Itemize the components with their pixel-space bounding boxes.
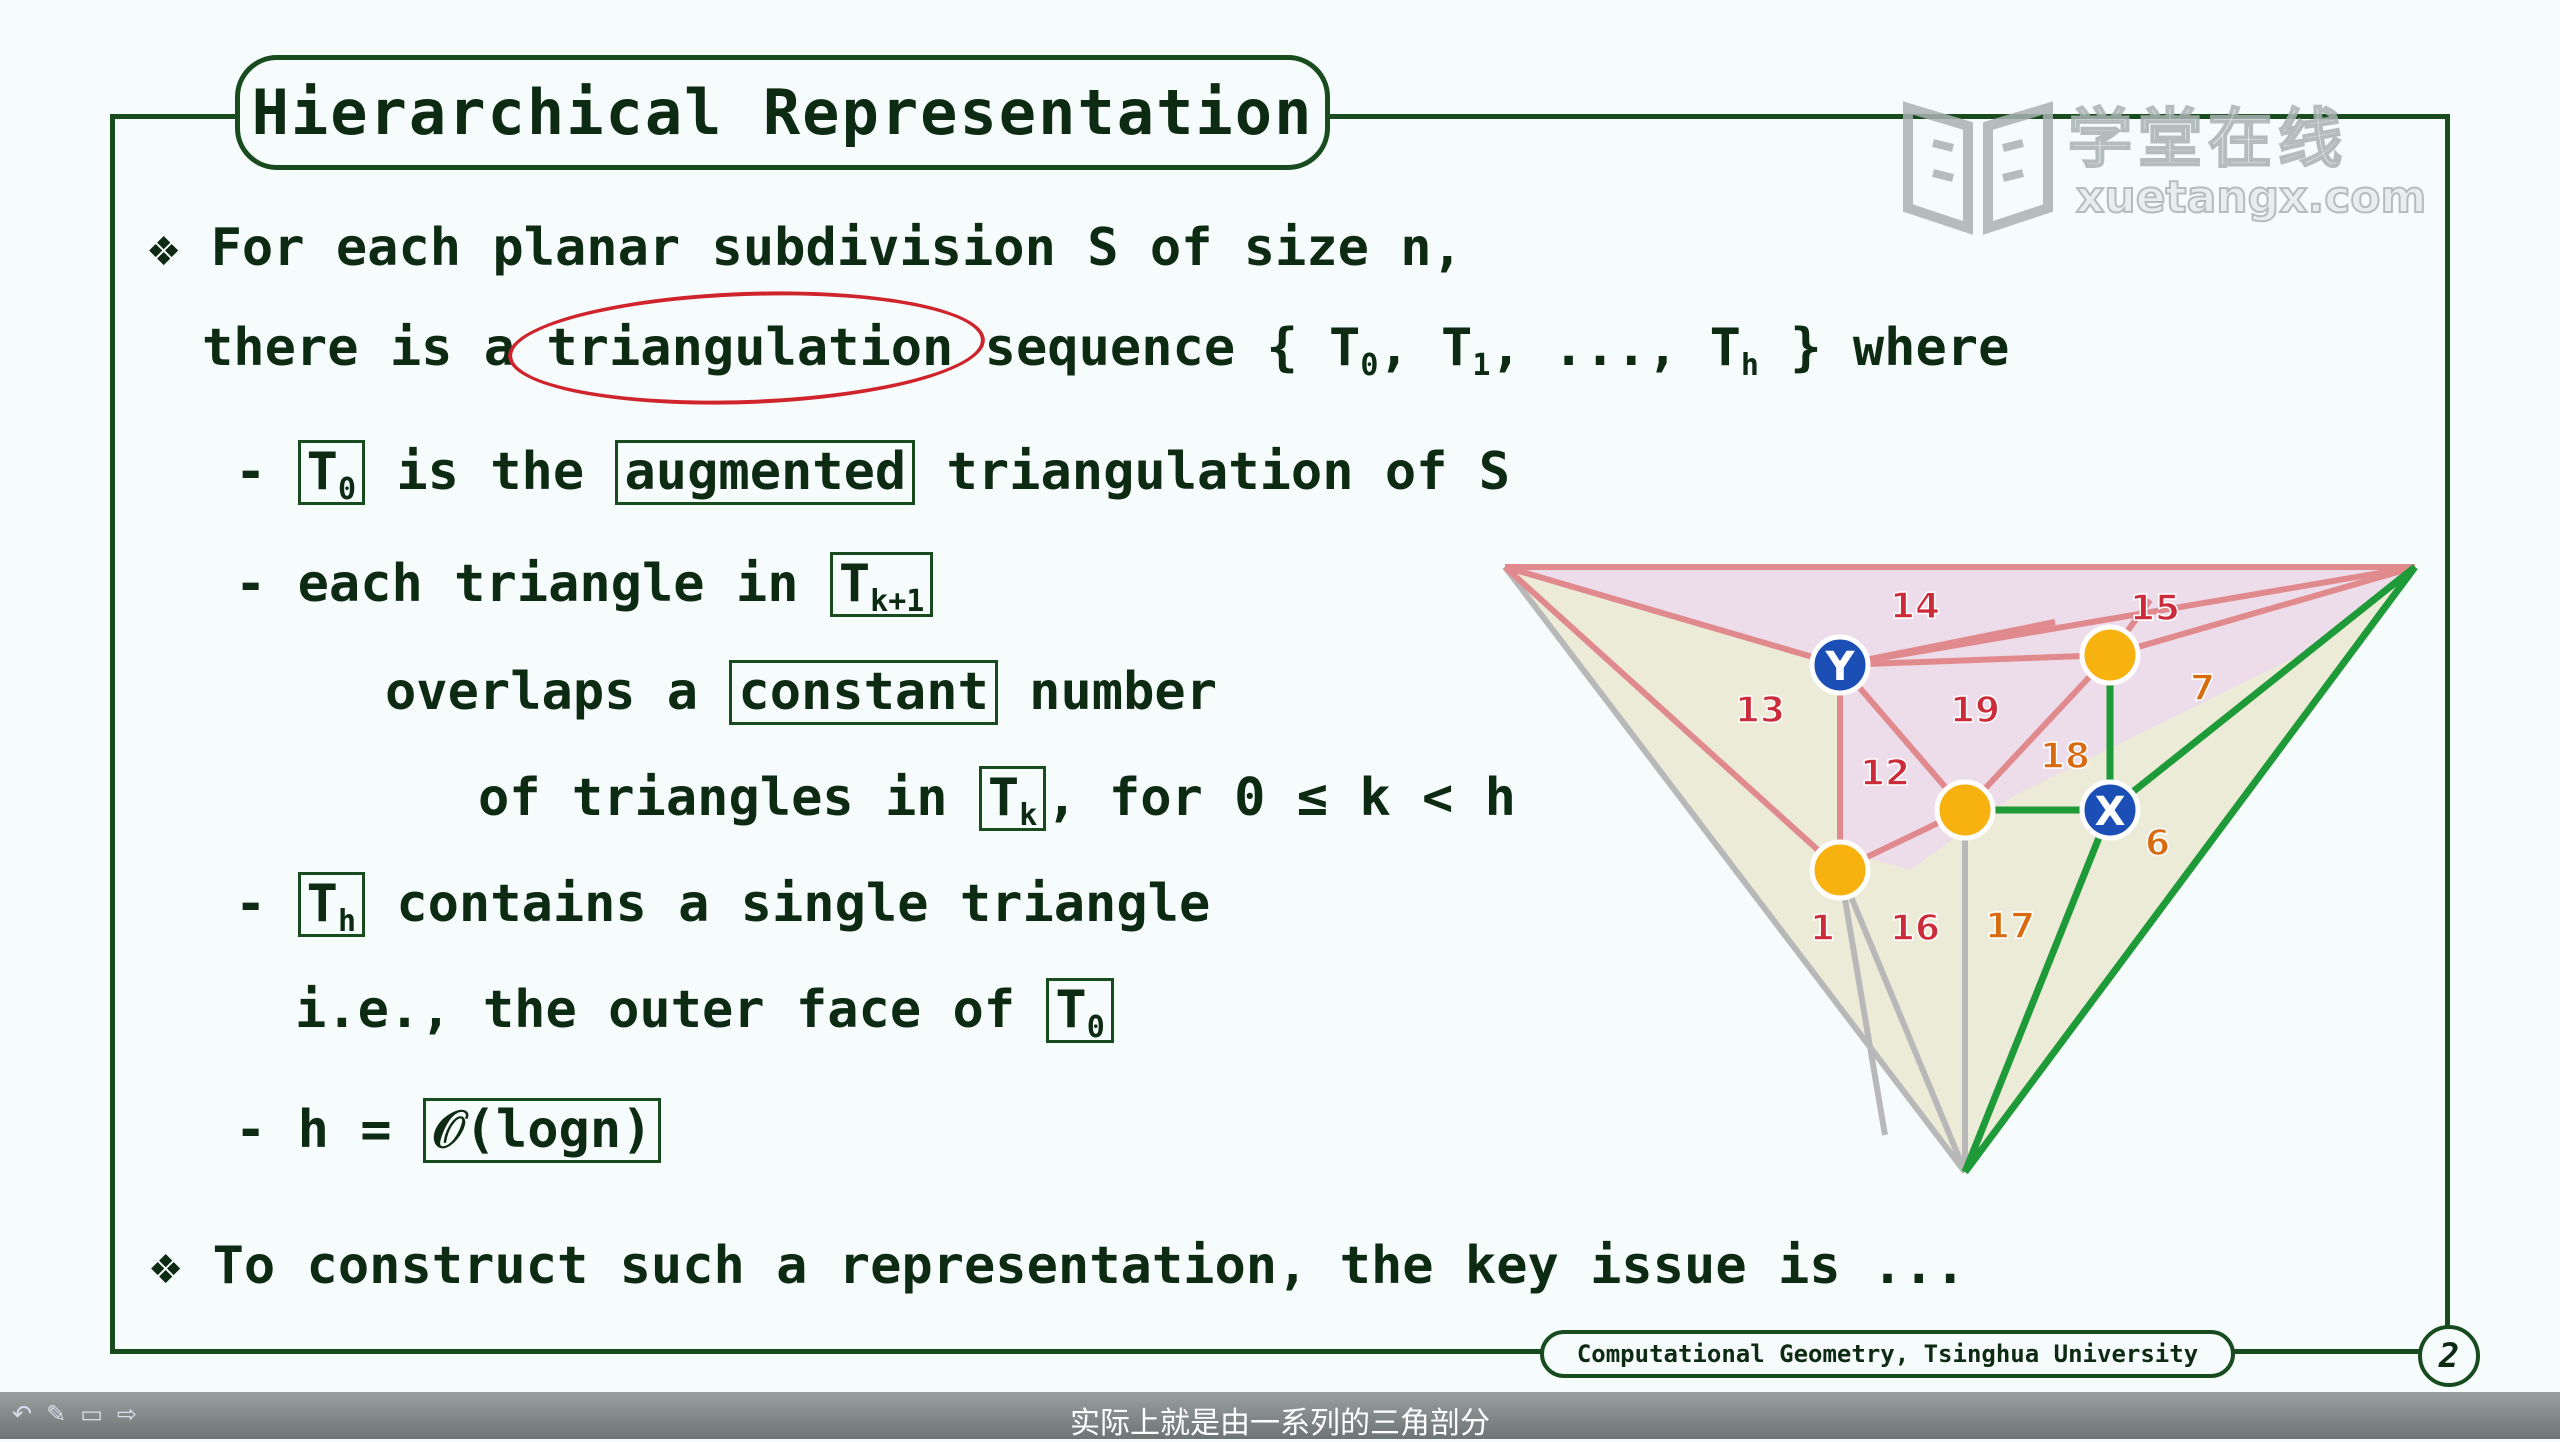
sub-0: 0 <box>1086 1010 1105 1045</box>
slide-title: Hierarchical Representation <box>251 76 1314 149</box>
sub-h: h <box>337 904 356 939</box>
label-15: 15 <box>2130 588 2180 629</box>
T-letter: T <box>1055 980 1087 1040</box>
item-3: - Th contains a single triangle <box>235 872 1210 937</box>
vertex-Y-label: Y <box>1825 644 1856 690</box>
footer-text: Computational Geometry, Tsinghua Univers… <box>1576 1340 2199 1368</box>
text-each-triangle: - each triangle in <box>235 554 799 614</box>
box-augmented: augmented <box>615 440 916 505</box>
item-1: - T0 is the augmented triangulation of S <box>235 440 1510 505</box>
T-letter: T <box>306 874 338 934</box>
item-2-line-2: overlaps a constant number <box>385 660 1217 725</box>
vertex-X <box>2079 779 2141 841</box>
sub-h: h <box>1740 348 1759 383</box>
sub-0: 0 <box>337 472 356 507</box>
triangulation-diagram: Y X 14 15 7 13 19 12 18 6 1 16 17 <box>1502 564 2418 1175</box>
label-1: 1 <box>1810 908 1835 949</box>
outer-triangle <box>1505 567 2415 1172</box>
vertex-node <box>1809 839 1871 901</box>
bullet-1-line-1: ❖ For each planar subdivision S of size … <box>148 222 1463 274</box>
T-letter: T <box>838 554 871 614</box>
bullet-glyph: ❖ <box>150 1236 182 1296</box>
player-control-bar[interactable]: ↶✎▭⇨ <box>0 1392 2560 1439</box>
vertex-X-label: X <box>2095 789 2126 835</box>
grey-edges <box>1502 565 1968 1174</box>
bullet-1-text: For each planar subdivision S of size n, <box>210 218 1463 278</box>
label-16: 16 <box>1890 908 1940 949</box>
text-where: } where <box>1758 318 2010 378</box>
text-there-is-a: there is a <box>202 318 547 378</box>
title-box: Hierarchical Representation <box>235 55 1330 170</box>
item-2-line-3: of triangles in Tk, for 0 ≤ k < h <box>478 766 1516 831</box>
label-12: 12 <box>1860 753 1910 794</box>
box-T0: T0 <box>297 440 365 507</box>
sep-1: , T <box>1378 318 1473 378</box>
xuetangx-logo-icon <box>1903 101 2053 235</box>
T-letter: T <box>306 442 338 502</box>
text-sequence: sequence { T <box>953 318 1361 378</box>
item-4: - h = 𝒪(logn) <box>235 1098 662 1163</box>
sub-0: 0 <box>1360 348 1379 383</box>
triangulation-word: triangulation <box>546 318 954 378</box>
sub-1: 1 <box>1472 348 1491 383</box>
xuetangx-watermark: 学堂在线 xuetangx.com <box>1898 88 2427 238</box>
label-13: 13 <box>1735 690 1785 731</box>
page-number-badge: 2 <box>2418 1325 2480 1387</box>
bullet-1-line-2: there is a triangulation sequence { T0, … <box>202 322 2009 381</box>
pink-edges <box>1502 564 2416 873</box>
text-triangulation-of-S: triangulation of S <box>946 442 1511 502</box>
bullet-2: ❖ To construct such a representation, th… <box>150 1240 1966 1292</box>
text-of-triangles-in: of triangles in <box>478 768 948 828</box>
label-6: 6 <box>2145 823 2170 864</box>
text-number: number <box>1029 662 1217 722</box>
video-subtitle: 实际上就是由一系列的三角剖分 <box>1070 1406 1490 1441</box>
text-overlaps-a: overlaps a <box>385 662 699 722</box>
item-3-line-2: i.e., the outer face of T0 <box>295 978 1114 1043</box>
text-h-equals: - h = <box>235 1100 392 1160</box>
text-is-the: is the <box>396 442 585 502</box>
vertex-node <box>2079 624 2141 686</box>
box-Th: Th <box>297 872 365 939</box>
box-constant: constant <box>729 660 998 725</box>
vertex-Y <box>1809 634 1871 696</box>
watermark-en: xuetangx.com <box>2075 171 2427 224</box>
text-contains: contains a single triangle <box>396 874 1211 934</box>
T-letter: T <box>987 768 1020 828</box>
text-outer-face: i.e., the outer face of <box>295 980 1016 1040</box>
footer-course: Computational Geometry, Tsinghua Univers… <box>1540 1330 2235 1378</box>
sub-k1: k+1 <box>870 584 925 619</box>
box-T0-b: T0 <box>1046 978 1114 1045</box>
box-Tk1: Tk+1 <box>829 552 934 619</box>
box-O-logn: 𝒪(logn) <box>422 1098 662 1163</box>
region-labels: 14 15 7 13 19 12 18 6 1 16 17 <box>1734 585 2216 950</box>
undo-icon[interactable]: ↶ <box>12 1400 47 1428</box>
screen-icon[interactable]: ▭ <box>80 1400 117 1428</box>
triangulation-circled: triangulation <box>546 322 953 374</box>
pink-region <box>1505 567 2415 870</box>
player-control-icons: ↶✎▭⇨ <box>12 1400 151 1428</box>
dash: - <box>235 874 267 934</box>
share-icon[interactable]: ⇨ <box>116 1400 152 1428</box>
sub-k: k <box>1019 798 1038 833</box>
watermark-cn: 学堂在线 <box>2067 102 2348 178</box>
vertex-node <box>1934 779 1996 841</box>
item-2: - each triangle in Tk+1 <box>235 552 934 619</box>
sep-2: , ..., T <box>1490 318 1741 378</box>
page-number: 2 <box>2438 1336 2460 1376</box>
label-7: 7 <box>2190 668 2215 709</box>
label-18: 18 <box>2040 736 2090 777</box>
text-for-k: , for 0 ≤ k < h <box>1046 768 1516 828</box>
pen-icon[interactable]: ✎ <box>46 1400 81 1428</box>
dash: - <box>235 442 267 502</box>
label-17: 17 <box>1985 906 2035 947</box>
label-19: 19 <box>1950 690 2000 731</box>
box-Tk: Tk <box>978 766 1047 833</box>
label-14: 14 <box>1890 586 1940 627</box>
bullet-glyph: ❖ <box>148 218 180 278</box>
bullet-2-text: To construct such a representation, the … <box>212 1236 1966 1296</box>
